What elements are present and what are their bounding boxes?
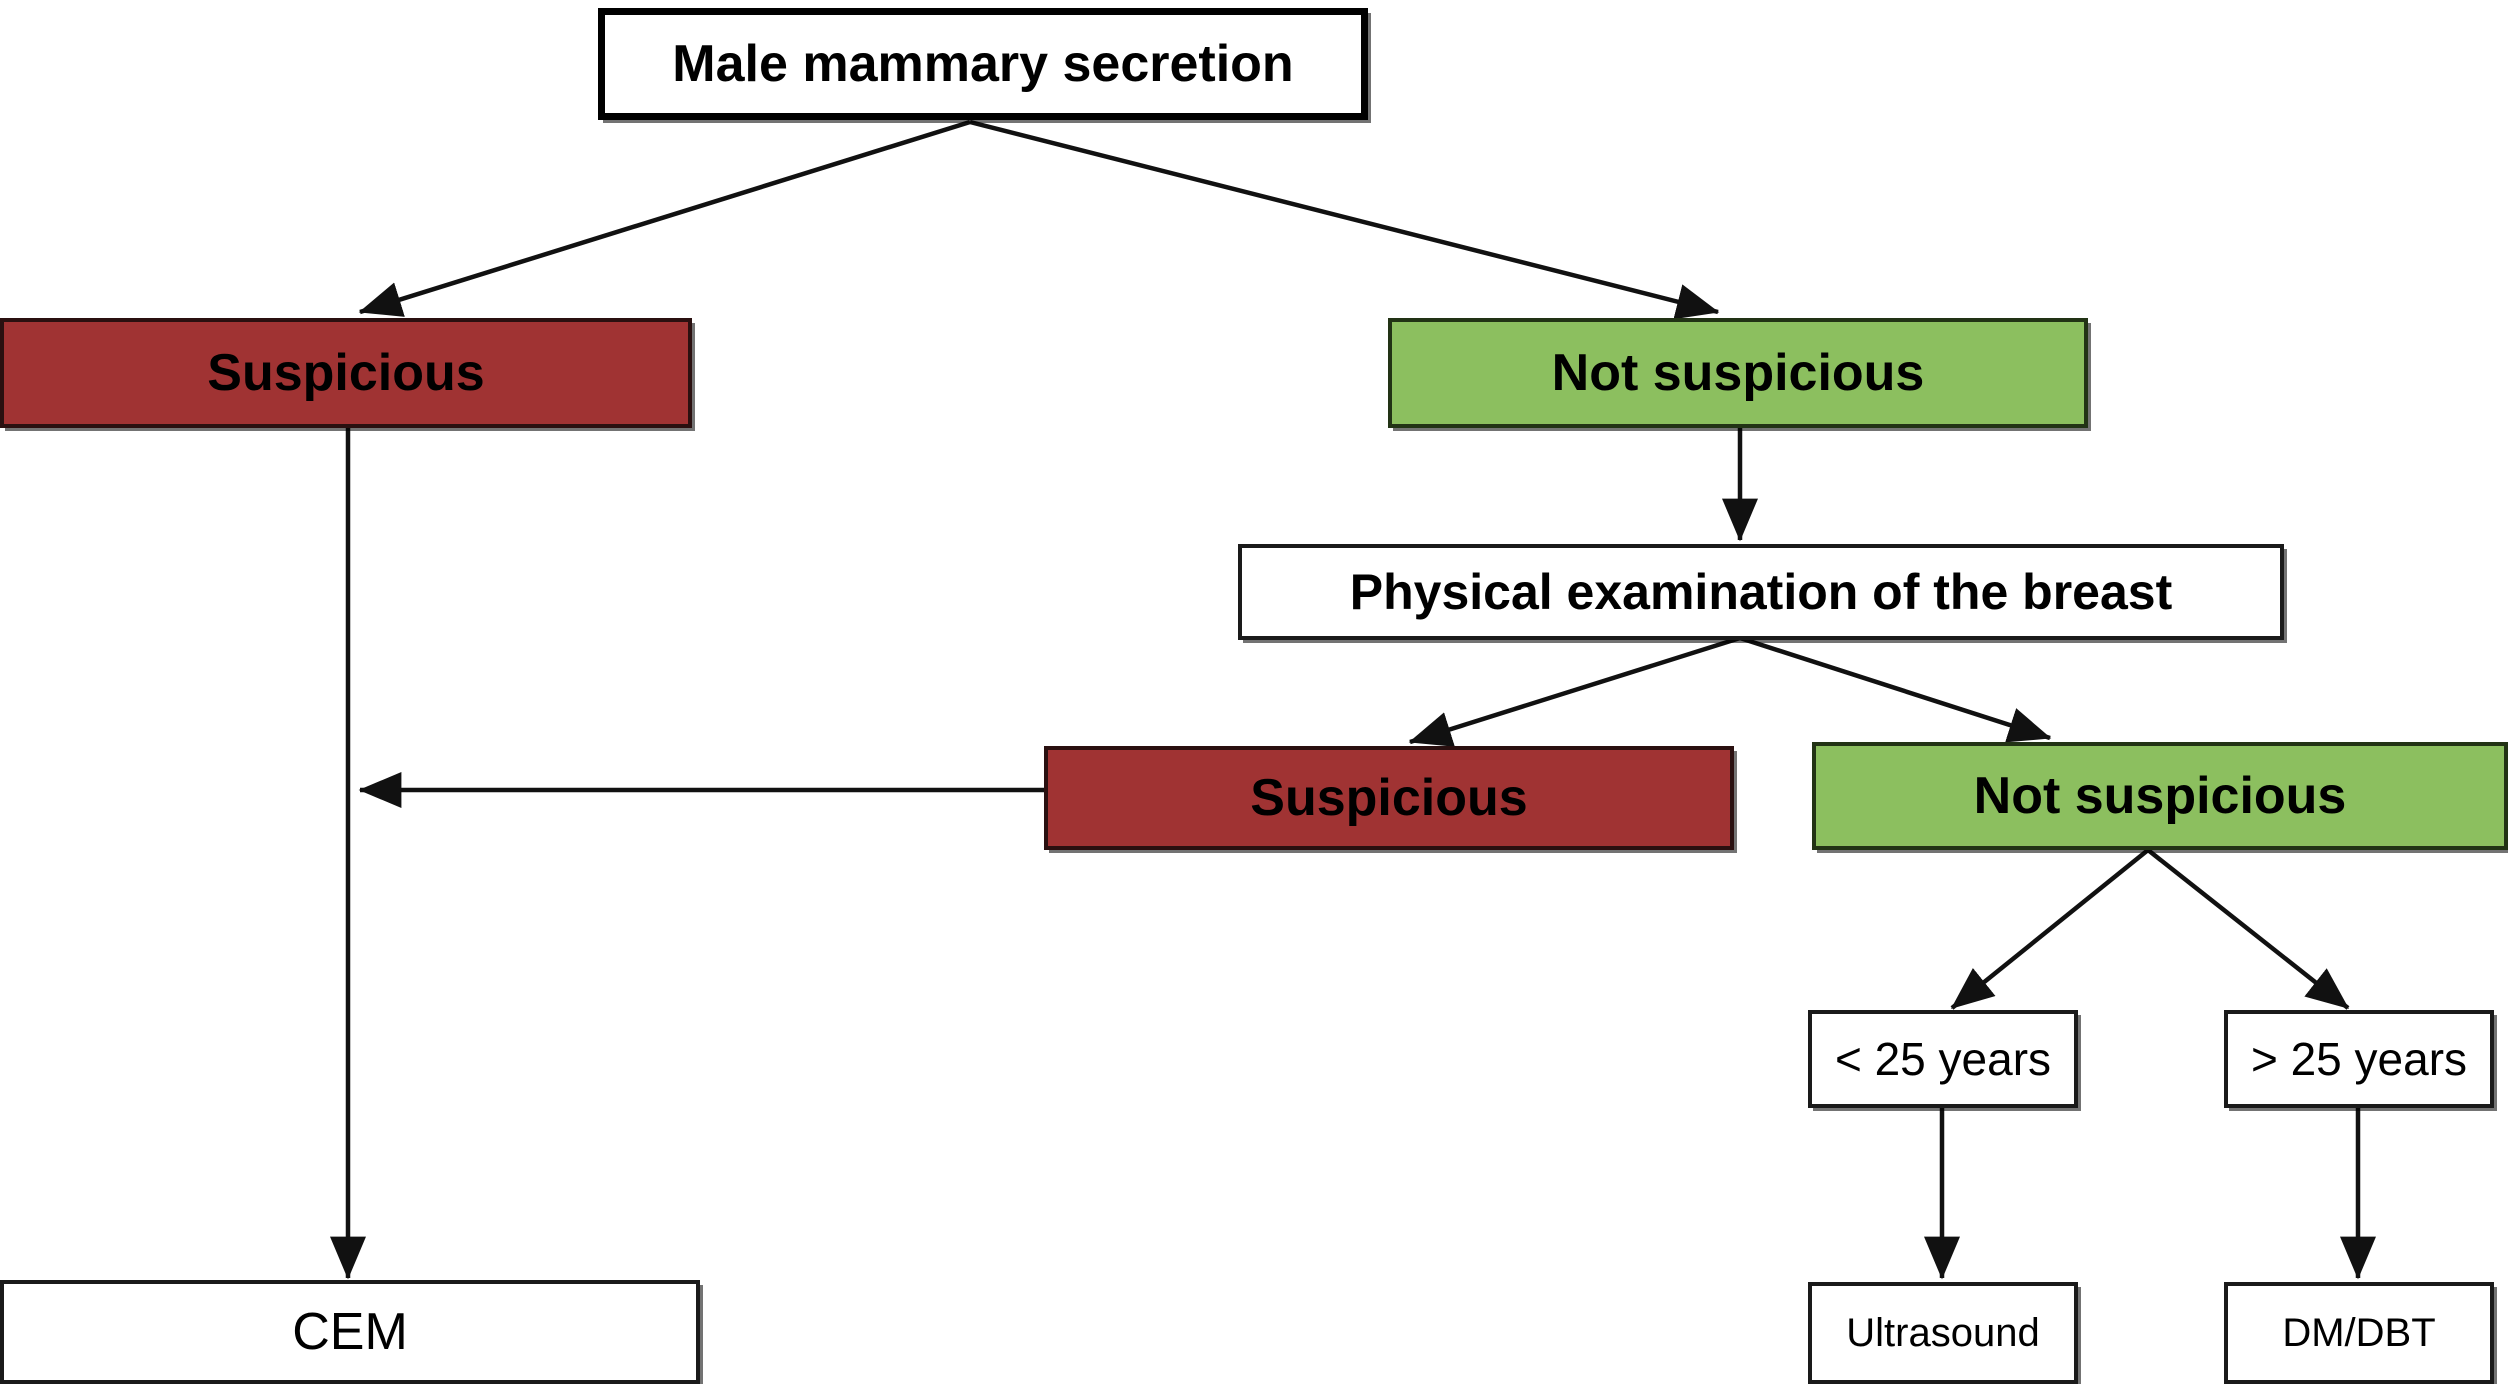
node-age-under-25[interactable]: < 25 years — [1808, 1010, 2078, 1108]
node-ultrasound[interactable]: Ultrasound — [1808, 1282, 2078, 1384]
node-dm-dbt-label: DM/DBT — [2282, 1311, 2436, 1355]
node-age-over-25-label: > 25 years — [2250, 1032, 2468, 1085]
node-cem[interactable]: CEM — [0, 1280, 700, 1384]
edge-root-to-suspicious-1 — [358, 119, 971, 317]
node-age-under-25-label: < 25 years — [1834, 1032, 2052, 1085]
node-suspicious-1[interactable]: Suspicious — [0, 318, 692, 428]
edge-physical-exam-to-not-suspicious-2 — [1739, 635, 2052, 743]
node-physical-exam[interactable]: Physical examination of the breast — [1238, 544, 2284, 640]
edge-physical-exam-to-suspicious-2 — [1408, 635, 1741, 747]
node-not-suspicious-2-label: Not suspicious — [1973, 766, 2347, 825]
edge-not-suspicious-2-to-age-under-25 — [1950, 848, 2150, 1010]
node-not-suspicious-1[interactable]: Not suspicious — [1388, 318, 2088, 428]
node-suspicious-1-label: Suspicious — [207, 343, 485, 402]
node-cem-label: CEM — [292, 1302, 408, 1361]
node-age-over-25[interactable]: > 25 years — [2224, 1010, 2494, 1108]
node-not-suspicious-2[interactable]: Not suspicious — [1812, 742, 2508, 850]
node-physical-exam-label: Physical examination of the breast — [1349, 563, 2173, 620]
node-suspicious-2-label: Suspicious — [1250, 768, 1528, 827]
node-root-label: Male mammary secretion — [672, 34, 1294, 93]
edge-not-suspicious-2-to-age-over-25 — [2146, 848, 2350, 1010]
node-suspicious-2[interactable]: Suspicious — [1044, 746, 1734, 850]
node-ultrasound-label: Ultrasound — [1846, 1311, 2040, 1355]
node-root[interactable]: Male mammary secretion — [598, 8, 1368, 120]
edge-root-to-not-suspicious-1 — [969, 119, 1720, 320]
node-dm-dbt[interactable]: DM/DBT — [2224, 1282, 2494, 1384]
node-not-suspicious-1-label: Not suspicious — [1551, 343, 1925, 402]
